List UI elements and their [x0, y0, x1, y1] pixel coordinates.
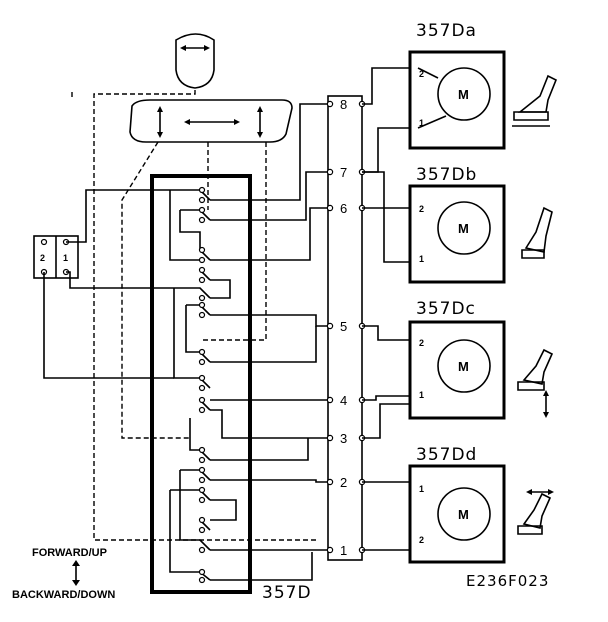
motor-pin: 1	[419, 118, 424, 128]
legend-backward-down: BACKWARD/DOWN	[12, 589, 115, 601]
motor-pin: 2	[419, 338, 424, 348]
direction-legend: FORWARD/UP BACKWARD/DOWN	[12, 547, 115, 601]
motor-357Dc: 357Dc M 2 1	[408, 299, 506, 420]
motor-pin: 1	[419, 254, 424, 264]
connector-pin-5: 5	[340, 319, 347, 334]
motor-label-357Dc: 357Dc	[416, 299, 476, 319]
motor-symbol: M	[458, 221, 469, 236]
motor-label-357Dd: 357Dd	[416, 445, 477, 465]
motor-label-357Da: 357Da	[416, 21, 477, 41]
motor-pin: 2	[419, 535, 424, 545]
wires-connector-to-motors	[362, 67, 418, 551]
seat-height-icon	[517, 348, 554, 418]
motor-label-357Db: 357Db	[416, 165, 477, 185]
seat-slide-icon	[517, 489, 554, 535]
connector-pins: 8 7 6 5 4 3 2 1	[326, 97, 366, 558]
motor-357Da: 357Da M 2 1	[408, 21, 506, 150]
legend-forward-up: FORWARD/UP	[32, 547, 107, 559]
motor-symbol: M	[458, 87, 469, 102]
connector-pin-6: 6	[340, 201, 347, 216]
switch-terminals	[198, 186, 206, 584]
connector-pin-8: 8	[340, 97, 347, 112]
switch-pin-1: 1	[63, 253, 68, 263]
motor-pin: 2	[419, 69, 424, 79]
wires-block-to-connector	[210, 103, 330, 581]
motor-symbol: M	[458, 359, 469, 374]
motor-pin: 2	[419, 204, 424, 214]
connector-pin-4: 4	[340, 393, 347, 408]
backrest-icon	[521, 206, 553, 259]
wires-lumbar	[43, 189, 174, 379]
motor-symbol: M	[458, 507, 469, 522]
switch-contacts	[169, 189, 211, 581]
connector-pin-1: 1	[340, 543, 347, 558]
switch-block-label: 357D	[262, 583, 312, 603]
mechanical-linkage	[71, 90, 318, 541]
connector-pin-2: 2	[340, 475, 347, 490]
switch-block-357D	[150, 174, 252, 594]
motor-pin: 1	[419, 390, 424, 400]
motor-357Dd: 357Dd M 1 2	[408, 445, 506, 564]
connector-pin-7: 7	[340, 165, 347, 180]
connector-pin-3: 3	[340, 431, 347, 446]
motor-357Db: 357Db M 2 1	[408, 165, 506, 284]
figure-code: E236F023	[466, 572, 549, 590]
lumbar-sub-switch: 2 1	[33, 235, 79, 279]
lumbar-switch-icon	[175, 33, 215, 89]
switch-pin-2: 2	[40, 253, 45, 263]
seat-tilt-icon	[512, 74, 558, 127]
motor-pin: 1	[419, 484, 424, 494]
seat-control-switch-icon	[129, 99, 293, 143]
